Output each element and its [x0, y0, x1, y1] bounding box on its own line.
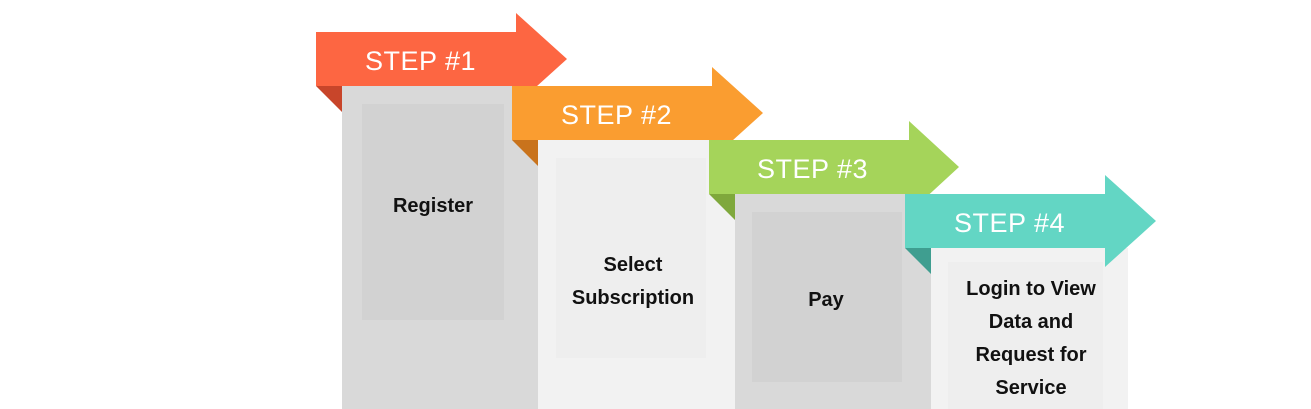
step-1-panel-inner [362, 104, 504, 320]
step-3-panel-inner [752, 212, 902, 382]
step-4-panel-inner [948, 262, 1103, 409]
step-2-fold-shadow [512, 140, 538, 166]
step-2-panel-inner [556, 158, 706, 358]
step-4-label: STEP #4 [954, 208, 1065, 238]
step-3-text: Pay [808, 289, 844, 311]
step-4-fold-shadow [905, 248, 931, 274]
step-4-text: Login to View Data and Request for Servi… [966, 278, 1096, 399]
step-3-arrow [709, 121, 959, 213]
step-2-label: STEP #2 [561, 100, 672, 130]
step-1-text: Register [392, 195, 474, 217]
step-1-fold-shadow [316, 86, 342, 112]
step-1-label: STEP #1 [365, 46, 476, 76]
step-2-text: Select Subscription [571, 254, 695, 309]
step-3-label: STEP #3 [757, 154, 868, 184]
step-4-arrow [905, 175, 1156, 267]
step-1-arrow [316, 13, 567, 105]
step-2-arrow [512, 67, 763, 159]
step-3-fold-shadow [709, 194, 735, 220]
